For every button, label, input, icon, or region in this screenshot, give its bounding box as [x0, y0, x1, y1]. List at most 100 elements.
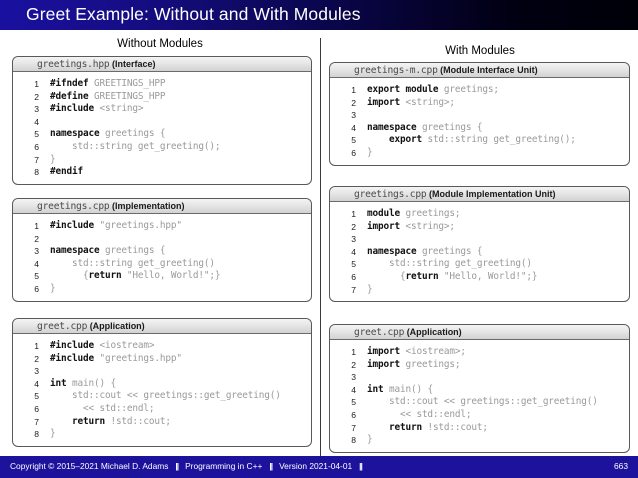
code-line: 4 std::string get_greeting(): [13, 258, 311, 271]
code-box: greet.cpp (Application)1#include <iostre…: [12, 318, 312, 447]
code-text: int main() {: [50, 377, 116, 389]
code-text: {return "Hello, World!";}: [50, 270, 221, 282]
code-line: 1#include "greetings.hpp": [13, 220, 311, 233]
code-box-kind: (Application): [404, 327, 462, 337]
code-line: 5 std::cout << greetings::get_greeting(): [330, 396, 629, 409]
header-divider: [0, 30, 638, 32]
line-number: 5: [351, 259, 356, 270]
line-number: 4: [351, 246, 356, 257]
code-line: 8}: [330, 434, 629, 447]
code-text: module greetings;: [367, 208, 461, 219]
code-text: std::cout << greetings::get_greeting(): [367, 396, 598, 408]
code-text: #include <iostream>: [50, 340, 155, 351]
code-line: 7 return !std::cout;: [330, 422, 629, 435]
line-number: 2: [34, 233, 39, 244]
line-number: 1: [351, 85, 356, 95]
line-number: 3: [34, 246, 39, 257]
code-text: export module greetings;: [367, 84, 499, 95]
code-line: 1#include <iostream>: [13, 340, 311, 353]
page-number: 663: [614, 461, 628, 471]
code-text: std::string get_greeting();: [50, 140, 221, 152]
code-line: 8#endif: [13, 166, 311, 179]
code-text: }: [367, 434, 373, 446]
line-number: 2: [34, 353, 39, 364]
code-line: 6 {return "Hello, World!";}: [330, 271, 629, 284]
line-number: 5: [34, 391, 39, 402]
code-line: 3: [13, 365, 311, 378]
line-number: 6: [351, 147, 356, 158]
code-line: 3: [330, 233, 629, 246]
code-line: 6 << std::endl;: [330, 409, 629, 422]
code-line: 3: [330, 371, 629, 384]
code-box: greetings.hpp (Interface)1#ifndef GREETI…: [12, 56, 312, 185]
code-box-title: greet.cpp (Application): [330, 325, 629, 340]
slide-footer: Copyright © 2015–2021 Michael D. Adams ||…: [0, 456, 638, 478]
code-line: 5 std::cout << greetings::get_greeting(): [13, 390, 311, 403]
code-line: 7}: [13, 154, 311, 167]
code-text: namespace greetings {: [367, 121, 483, 133]
code-line: 2#define GREETINGS_HPP: [13, 91, 311, 104]
code-box-kind: (Implementation): [109, 201, 185, 211]
code-line: 1 export module greetings;: [330, 84, 629, 97]
code-box-kind: (Module Implementation Unit): [426, 189, 556, 199]
code-text: return !std::cout;: [388, 421, 488, 433]
code-line: 1#ifndef GREETINGS_HPP: [13, 78, 311, 91]
code-line: 7}: [330, 284, 629, 297]
line-number: 4: [351, 122, 356, 133]
line-number: 1: [34, 79, 39, 89]
code-text: return !std::cout;: [71, 415, 171, 427]
code-box-title: greetings.cpp (Implementation): [13, 199, 311, 214]
code-line: 6}: [330, 147, 629, 160]
code-box-filename: greet.cpp: [354, 327, 405, 338]
code-text: import <iostream>;: [367, 346, 466, 357]
column-heading-without-modules: Without Modules: [117, 38, 203, 50]
code-text: std::string get_greeting(): [367, 258, 532, 270]
code-text: std::string get_greeting(): [50, 257, 215, 269]
code-box-filename: greetings.cpp: [37, 201, 110, 212]
line-number: 8: [34, 429, 39, 440]
code-text: #include <string>: [50, 103, 144, 115]
code-line: 8}: [13, 428, 311, 441]
line-number: 1: [351, 209, 356, 219]
line-number: 7: [351, 422, 356, 433]
footer-info: Copyright © 2015–2021 Michael D. Adams ||…: [10, 461, 369, 471]
code-line: 5 export std::string get_greeting();: [330, 134, 629, 147]
footer-copyright: Copyright © 2015–2021 Michael D. Adams: [10, 461, 169, 471]
code-text: import <string>;: [367, 96, 455, 108]
line-number: 5: [34, 129, 39, 140]
code-box-kind: (Interface): [109, 59, 156, 69]
line-number: 7: [34, 154, 39, 165]
code-box-title: greetings-m.cpp (Module Interface Unit): [330, 63, 629, 78]
code-line: 2 #include "greetings.hpp": [13, 353, 311, 366]
code-line: 6}: [13, 283, 311, 296]
code-text: export std::string get_greeting();: [388, 134, 576, 146]
code-line: 3: [330, 109, 629, 122]
line-number: 4: [351, 384, 356, 395]
code-box-filename: greet.cpp: [37, 321, 88, 332]
code-line: 7 return !std::cout;: [13, 416, 311, 429]
line-number: 6: [34, 283, 39, 294]
footer-separator: ||: [175, 461, 179, 471]
code-box-kind: (Module Interface Unit): [437, 65, 538, 75]
footer-separator: ||: [269, 461, 273, 471]
footer-version: Version 2021-04-01: [279, 461, 353, 471]
line-number: 4: [34, 378, 39, 389]
code-line: 5 {return "Hello, World!";}: [13, 270, 311, 283]
code-body: 1#include <iostream>2 #include "greetings…: [13, 334, 311, 446]
line-number: 2: [351, 221, 356, 232]
code-text: << std::endl;: [367, 408, 472, 420]
line-number: 8: [351, 435, 356, 446]
line-number: 6: [34, 403, 39, 414]
code-box-filename: greetings-m.cpp: [354, 65, 438, 76]
line-number: 6: [351, 409, 356, 420]
line-number: 1: [351, 347, 356, 357]
code-text: import greetings;: [367, 358, 461, 370]
code-text: #include "greetings.hpp": [50, 352, 182, 364]
